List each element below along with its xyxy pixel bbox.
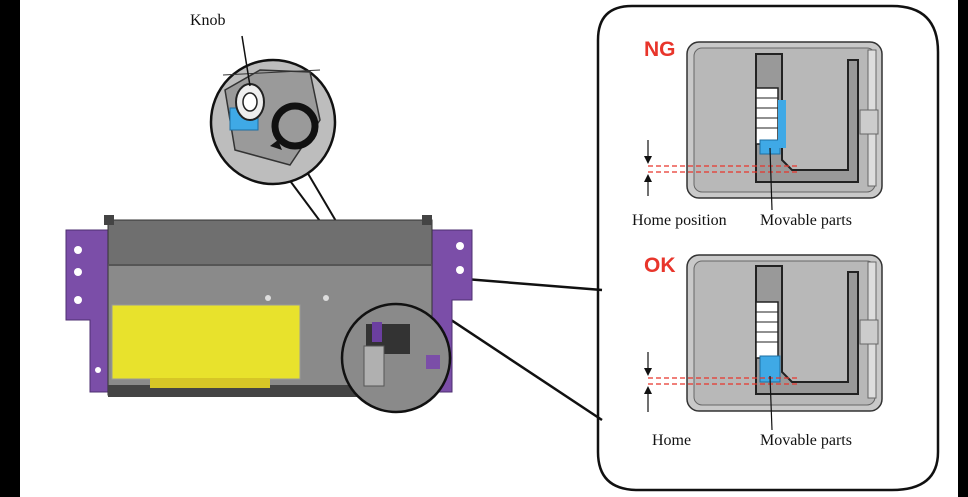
- ng-home-position-label: Home position: [632, 212, 727, 229]
- knob-zoom-circle: [209, 58, 337, 186]
- ng-movable-parts-label: Movable parts: [760, 212, 852, 229]
- ng-status-label: NG: [644, 38, 676, 61]
- knob-pointer: [241, 35, 251, 87]
- ok-detail-frame: [686, 254, 883, 412]
- left-bracket: [65, 229, 111, 393]
- ok-movable-parts-label: Movable parts: [760, 432, 852, 449]
- ok-movable-pointer: [769, 375, 773, 431]
- knob-label: Knob: [190, 12, 226, 29]
- ng-movable-pointer: [769, 147, 773, 211]
- ng-detail-frame: [686, 41, 883, 199]
- yellow-label-tab: [150, 378, 270, 388]
- yellow-label: [111, 304, 301, 380]
- ok-status-label: OK: [644, 254, 676, 277]
- diagram-canvas: Knob NG OK Home position Movable parts H…: [20, 0, 958, 497]
- ok-home-label: Home: [652, 432, 692, 449]
- diagram-drawing: [65, 4, 940, 492]
- mechanism-zoom-circle: [340, 302, 452, 414]
